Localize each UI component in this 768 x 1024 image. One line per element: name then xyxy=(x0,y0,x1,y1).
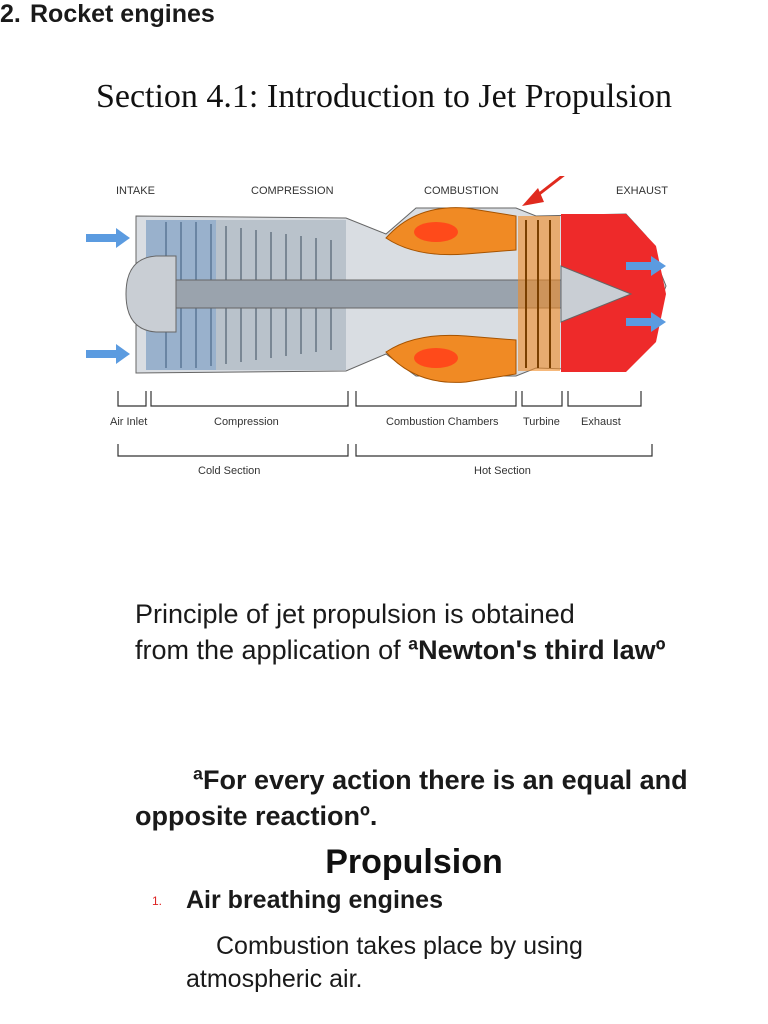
label-intake: INTAKE xyxy=(116,185,155,197)
intake-air-arrows xyxy=(86,228,130,364)
label-air-inlet: Air Inlet xyxy=(110,416,147,428)
part-brackets xyxy=(117,391,642,407)
list-item: 1. Air breathing engines xyxy=(152,886,443,915)
principle-line-2: from the application of ªNewton's third … xyxy=(135,632,695,668)
list-item: 2. Rocket engines xyxy=(0,0,768,29)
turbine-blades xyxy=(525,220,551,368)
propulsion-heading: Propulsion xyxy=(325,843,503,881)
principle-line-2-text: from the application of xyxy=(135,635,409,665)
flame-bottom xyxy=(414,348,458,368)
label-combustion-top: COMBUSTION xyxy=(424,185,499,197)
list-item-description: Combustion takes place by using atmosphe… xyxy=(186,930,656,996)
jet-engine-svg: INTAKE COMPRESSION COMBUSTION EXHAUST xyxy=(86,176,668,477)
quote-open-mark: ª xyxy=(193,765,203,795)
list-item-number: 1. xyxy=(152,894,163,909)
flame-top xyxy=(414,222,458,242)
principle-paragraph: Principle of jet propulsion is obtained … xyxy=(135,596,695,668)
open-quote-mark: ª xyxy=(408,635,419,665)
section-brackets xyxy=(117,444,653,457)
label-compression: Compression xyxy=(214,416,279,428)
nose-cone xyxy=(125,255,177,333)
exhaust-cone xyxy=(560,265,633,323)
label-cold-section: Cold Section xyxy=(198,465,260,477)
red-pointer-arrow xyxy=(522,176,565,206)
label-hot-section: Hot Section xyxy=(474,465,531,477)
quote-text: For every action there is an equal and o… xyxy=(135,765,688,831)
principle-line-1: Principle of jet propulsion is obtained xyxy=(135,599,575,629)
newtons-law: Newton's third law xyxy=(418,635,656,665)
quote-close-mark: º. xyxy=(360,801,378,831)
list-item-label: Rocket engines xyxy=(30,0,215,28)
jet-engine-diagram: INTAKE COMPRESSION COMBUSTION EXHAUST xyxy=(86,176,676,486)
list-item-label: Air breathing engines xyxy=(186,886,443,914)
close-quote-mark: º xyxy=(655,635,666,665)
description-text: Combustion takes place by using atmosphe… xyxy=(186,932,583,993)
list-item-number: 2. xyxy=(0,0,21,28)
page-title: Section 4.1: Introduction to Jet Propuls… xyxy=(95,78,673,115)
label-exhaust: Exhaust xyxy=(581,416,621,428)
label-compression-top: COMPRESSION xyxy=(251,185,334,197)
label-combustion-chambers: Combustion Chambers xyxy=(386,416,499,428)
label-turbine: Turbine xyxy=(523,416,560,428)
exhaust-air-arrows xyxy=(626,256,666,332)
newton-quote: ªFor every action there is an equal and … xyxy=(135,762,715,834)
label-exhaust-top: EXHAUST xyxy=(616,185,668,197)
